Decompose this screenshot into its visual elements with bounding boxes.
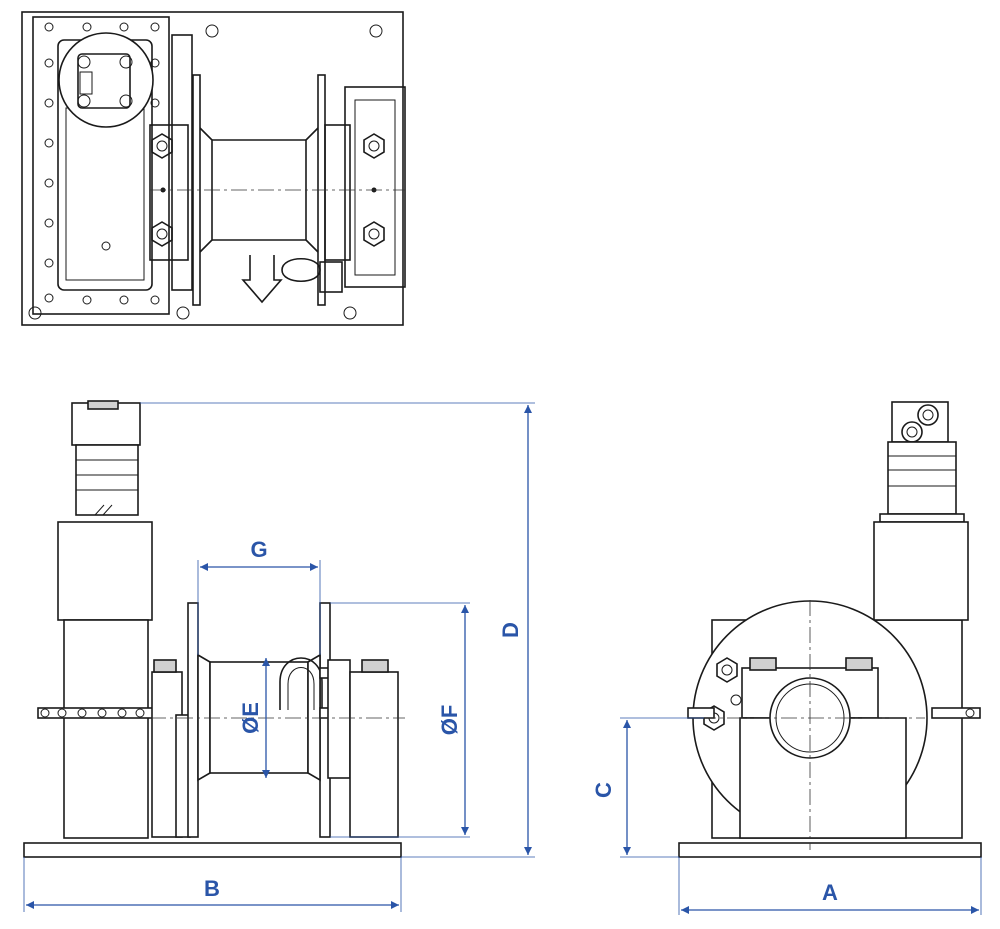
- dim-label-e: ØE: [238, 702, 263, 734]
- dim-label-c: C: [591, 782, 616, 798]
- dim-label-a: A: [822, 880, 838, 905]
- top-view: [21, 11, 406, 326]
- dim-label-f: ØF: [437, 705, 462, 736]
- side-view: [678, 401, 982, 858]
- dim-label-b: B: [204, 876, 220, 901]
- dim-label-g: G: [250, 537, 267, 562]
- front-view: [23, 400, 405, 858]
- dim-label-d: D: [498, 622, 523, 638]
- dimension-lines: [23, 402, 982, 915]
- flange-holes: [44, 22, 160, 305]
